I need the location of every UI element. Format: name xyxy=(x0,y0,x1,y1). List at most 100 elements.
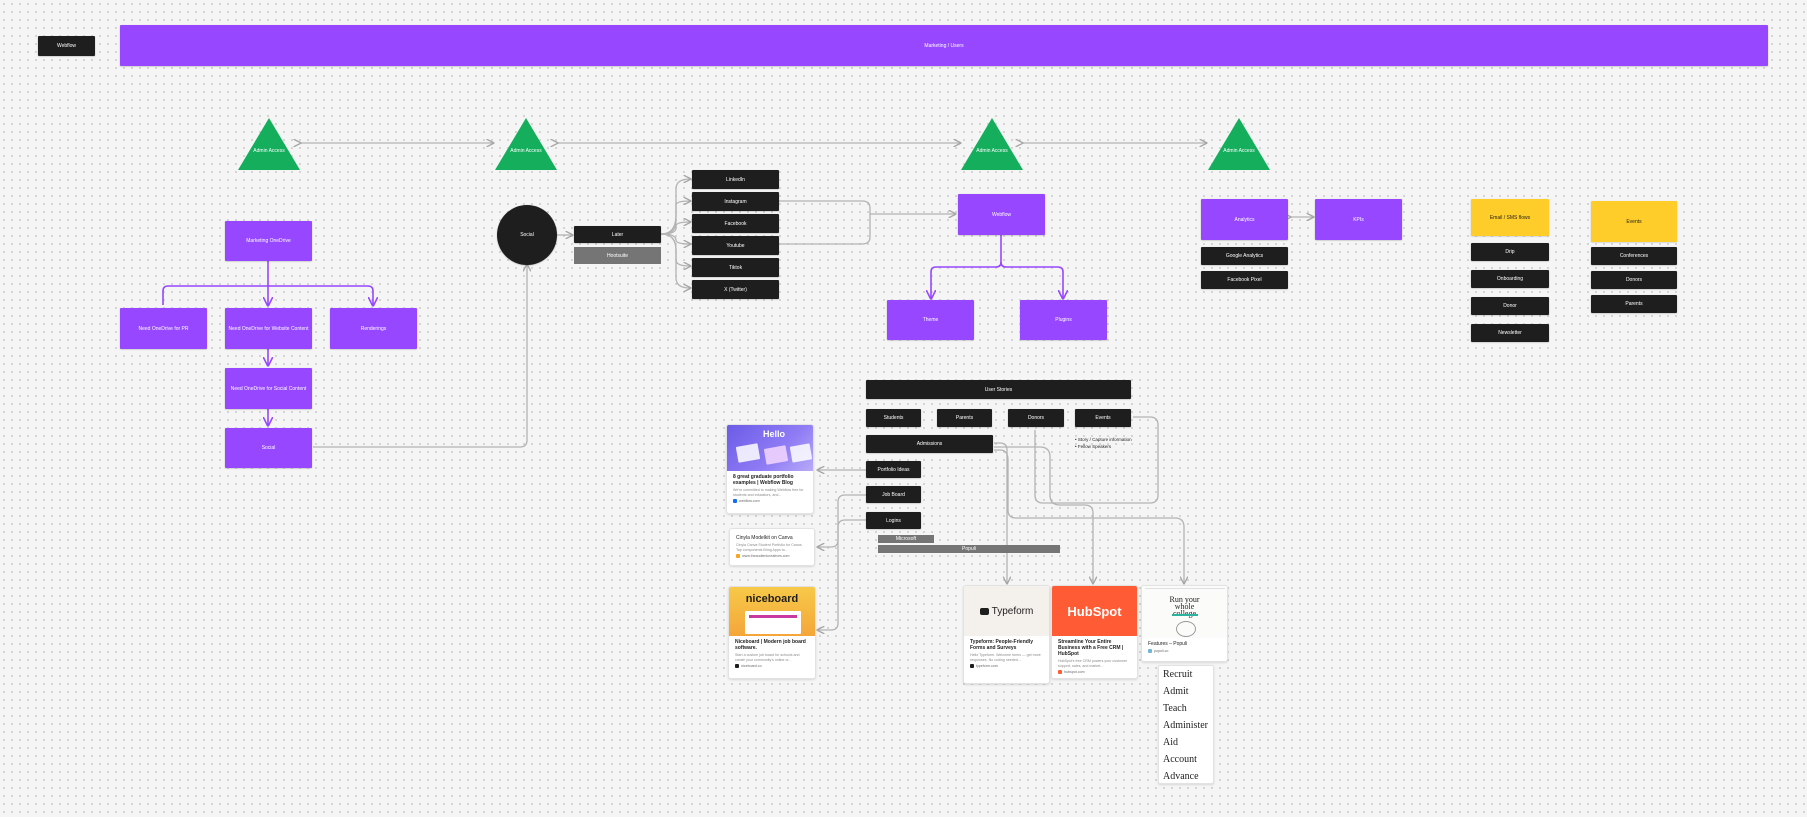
google-analytics-box[interactable]: Google Analytics xyxy=(1201,247,1288,265)
plugins-box[interactable]: Plugins xyxy=(1020,300,1107,340)
email-donor-box[interactable]: Donor xyxy=(1471,297,1549,315)
kpis-box[interactable]: KPIs xyxy=(1315,199,1402,240)
card-description: We're committed to making Webflow free f… xyxy=(733,488,804,497)
card-thumbnail: HubSpot xyxy=(1052,586,1137,636)
onedrive-pr-box[interactable]: Need OneDrive for PR xyxy=(120,308,207,349)
events-donors-box[interactable]: Donors xyxy=(1591,271,1677,289)
analytics-box[interactable]: Analytics xyxy=(1201,199,1288,240)
typeform-logo-icon xyxy=(979,607,989,615)
admin-access-triangle[interactable]: Admin Access xyxy=(495,118,557,170)
platform-tiktok[interactable]: Tiktok xyxy=(692,258,779,277)
tab-donors[interactable]: Donors xyxy=(1008,409,1064,427)
populi-word: Admit xyxy=(1163,686,1189,697)
card-thumbnail: Run your whole college xyxy=(1142,586,1227,638)
portfolio-ideas-box[interactable]: Portfolio Ideas xyxy=(866,461,921,478)
job-board-box[interactable]: Job Board xyxy=(866,486,921,503)
populi-word: Aid xyxy=(1163,737,1178,748)
populi-headline: Run your whole college xyxy=(1169,595,1200,618)
tab-events[interactable]: Events xyxy=(1075,409,1131,427)
populi-word: Account xyxy=(1163,754,1197,765)
canva-favicon-icon xyxy=(736,554,740,558)
user-stories-header[interactable]: User Stories xyxy=(866,380,1131,399)
tab-parents[interactable]: Parents xyxy=(937,409,992,427)
card-populi[interactable]: Run your whole college Features – Populi… xyxy=(1141,585,1228,662)
card-url: webflow.com xyxy=(733,499,807,503)
webflow-tag[interactable]: Webflow xyxy=(38,36,95,56)
admin-access-label: Admin Access xyxy=(1223,148,1255,154)
admin-access-triangle[interactable]: Admin Access xyxy=(238,118,300,170)
card-thumbnail: Typeform xyxy=(964,586,1049,636)
admin-access-label: Admin Access xyxy=(976,148,1008,154)
thumb-hello-text: Hello xyxy=(763,429,786,439)
admin-access-label: Admin Access xyxy=(510,148,542,154)
populi-word: Recruit xyxy=(1163,669,1193,680)
webflow-box[interactable]: Webflow xyxy=(958,194,1045,235)
logins-box[interactable]: Logins xyxy=(866,512,921,529)
renderings-box[interactable]: Renderings xyxy=(330,308,417,349)
populi-word: Teach xyxy=(1163,703,1187,714)
card-thumbnail: Hello xyxy=(727,425,813,471)
later-box[interactable]: Later xyxy=(574,226,661,243)
hubspot-logo-text: HubSpot xyxy=(1067,603,1122,619)
populi-favicon-icon xyxy=(1148,649,1152,653)
thumb-niceboard-text: niceboard xyxy=(745,593,799,605)
bullet-item: • Story / Capture information xyxy=(1075,437,1132,442)
populi-word: Administer xyxy=(1163,720,1208,731)
card-url: populi.co xyxy=(1148,649,1221,653)
hootsuite-box[interactable]: Hootsuite xyxy=(574,247,661,264)
social-box[interactable]: Social xyxy=(225,428,312,468)
admin-access-label: Admin Access xyxy=(253,148,285,154)
email-sms-flows-box[interactable]: Email / SMS flows xyxy=(1471,199,1549,236)
populi-bar[interactable]: Populi xyxy=(878,545,1060,553)
populi-word: Advance xyxy=(1163,771,1199,782)
populi-features-list: Recruit Admit Teach Administer Aid Accou… xyxy=(1158,665,1214,784)
webflow-favicon-icon xyxy=(733,499,737,503)
tab-students[interactable]: Students xyxy=(866,409,921,427)
platform-youtube[interactable]: Youtube xyxy=(692,236,779,255)
card-thumbnail: niceboard xyxy=(729,587,815,636)
card-url: hubspot.com xyxy=(1058,670,1131,674)
card-niceboard[interactable]: niceboard Niceboard | Modern job board s… xyxy=(728,586,816,679)
card-typeform[interactable]: Typeform Typeform: People-Friendly Forms… xyxy=(963,585,1050,684)
email-drip-box[interactable]: Drip xyxy=(1471,243,1549,261)
email-onboarding-box[interactable]: Onboarding xyxy=(1471,270,1549,288)
platform-linkedin[interactable]: LinkedIn xyxy=(692,170,779,189)
onedrive-social-box[interactable]: Need OneDrive for Social Content xyxy=(225,368,312,409)
social-circle[interactable]: Social xyxy=(497,205,557,265)
platform-facebook[interactable]: Facebook xyxy=(692,214,779,233)
card-title: Cinyla Modelkit on Canva xyxy=(736,535,793,541)
niceboard-favicon-icon xyxy=(735,664,739,668)
card-webflow-blog[interactable]: Hello 8 great graduate portfolio example… xyxy=(726,424,814,514)
events-conferences-box[interactable]: Conferences xyxy=(1591,247,1677,265)
events-parents-box[interactable]: Parents xyxy=(1591,295,1677,313)
typeform-favicon-icon xyxy=(970,664,974,668)
admin-access-triangle[interactable]: Admin Access xyxy=(961,118,1023,170)
card-url: niceboard.co xyxy=(735,664,809,668)
card-description: HubSpot's free CRM powers your customer … xyxy=(1058,659,1128,668)
card-canva[interactable]: Cinyla Modelkit on Canva Cinyla Canva St… xyxy=(729,528,815,566)
card-description: Cinyla Canva Student Portfolio for Canva… xyxy=(736,543,803,552)
events-bullet-list: • Story / Capture information • Fellow S… xyxy=(1075,436,1195,450)
microsoft-bar[interactable]: Microsoft xyxy=(878,535,934,543)
theme-box[interactable]: Theme xyxy=(887,300,974,340)
onedrive-website-box[interactable]: Need OneDrive for Website Content xyxy=(225,308,312,349)
admin-access-triangle[interactable]: Admin Access xyxy=(1208,118,1270,170)
platform-instagram[interactable]: Instagram xyxy=(692,192,779,211)
card-title: Typeform: People-Friendly Forms and Surv… xyxy=(970,639,1033,651)
admissions-box[interactable]: Admissions xyxy=(866,435,993,453)
card-hubspot[interactable]: HubSpot Streamline Your Entire Business … xyxy=(1051,585,1138,679)
email-newsletter-box[interactable]: Newsletter xyxy=(1471,324,1549,342)
marketing-onedrive-box[interactable]: Marketing OneDrive xyxy=(225,221,312,261)
banner-marketing-users[interactable]: Marketing / Users xyxy=(120,25,1768,66)
platform-x-twitter[interactable]: X (Twitter) xyxy=(692,280,779,299)
card-description: Hello Typeform. Welcome forms — get more… xyxy=(970,653,1041,662)
card-url: www.theaudientcreatives.com xyxy=(736,554,808,558)
card-url: typeform.com xyxy=(970,664,1043,668)
events-box[interactable]: Events xyxy=(1591,201,1677,242)
hubspot-favicon-icon xyxy=(1058,670,1062,674)
card-title: Niceboard | Modern job board software. xyxy=(735,639,806,651)
facebook-pixel-box[interactable]: Facebook Pixel xyxy=(1201,271,1288,289)
card-title: 8 great graduate portfolio examples | We… xyxy=(733,474,794,486)
bullet-item: • Fellow Speakers xyxy=(1075,444,1112,449)
